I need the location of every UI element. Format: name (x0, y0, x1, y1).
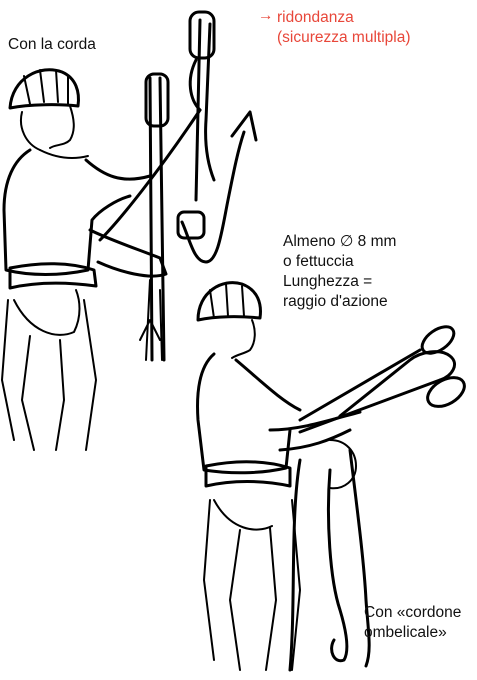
label-multiple-safety: (sicurezza multipla) (277, 28, 411, 47)
label-arrow-icon: → (258, 6, 274, 25)
climber-figure-top (2, 12, 256, 450)
label-minimum-diameter: Almeno ∅ 8 mm (283, 232, 396, 251)
label-or-webbing: o fettuccia (283, 252, 354, 271)
label-redundancy: ridondanza (277, 8, 354, 27)
label-with-rope: Con la corda (8, 35, 96, 54)
label-umbilical: ombelicale» (364, 623, 447, 642)
label-action-radius: raggio d'azione (283, 292, 388, 311)
label-lanyard: Con «cordone (364, 603, 461, 622)
label-length: Lunghezza = (283, 272, 372, 291)
